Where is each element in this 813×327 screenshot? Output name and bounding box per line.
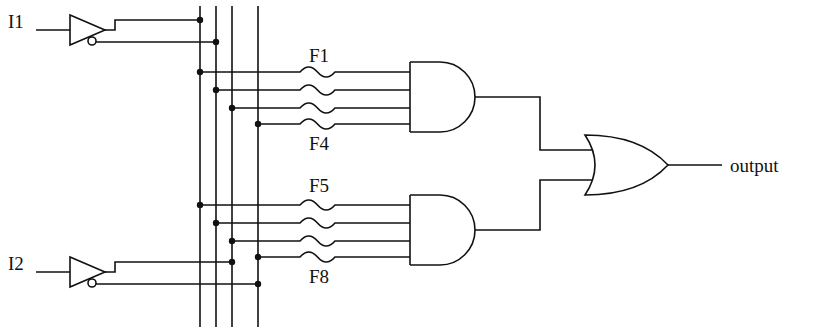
output-name: output <box>730 156 779 175</box>
fuse-label: F1 <box>309 46 329 65</box>
fuse-label: F8 <box>309 267 329 286</box>
input-name: I2 <box>8 254 24 273</box>
fuse-label: F4 <box>309 134 329 153</box>
input-name: I1 <box>8 12 24 31</box>
fuse-label: F5 <box>309 176 329 195</box>
